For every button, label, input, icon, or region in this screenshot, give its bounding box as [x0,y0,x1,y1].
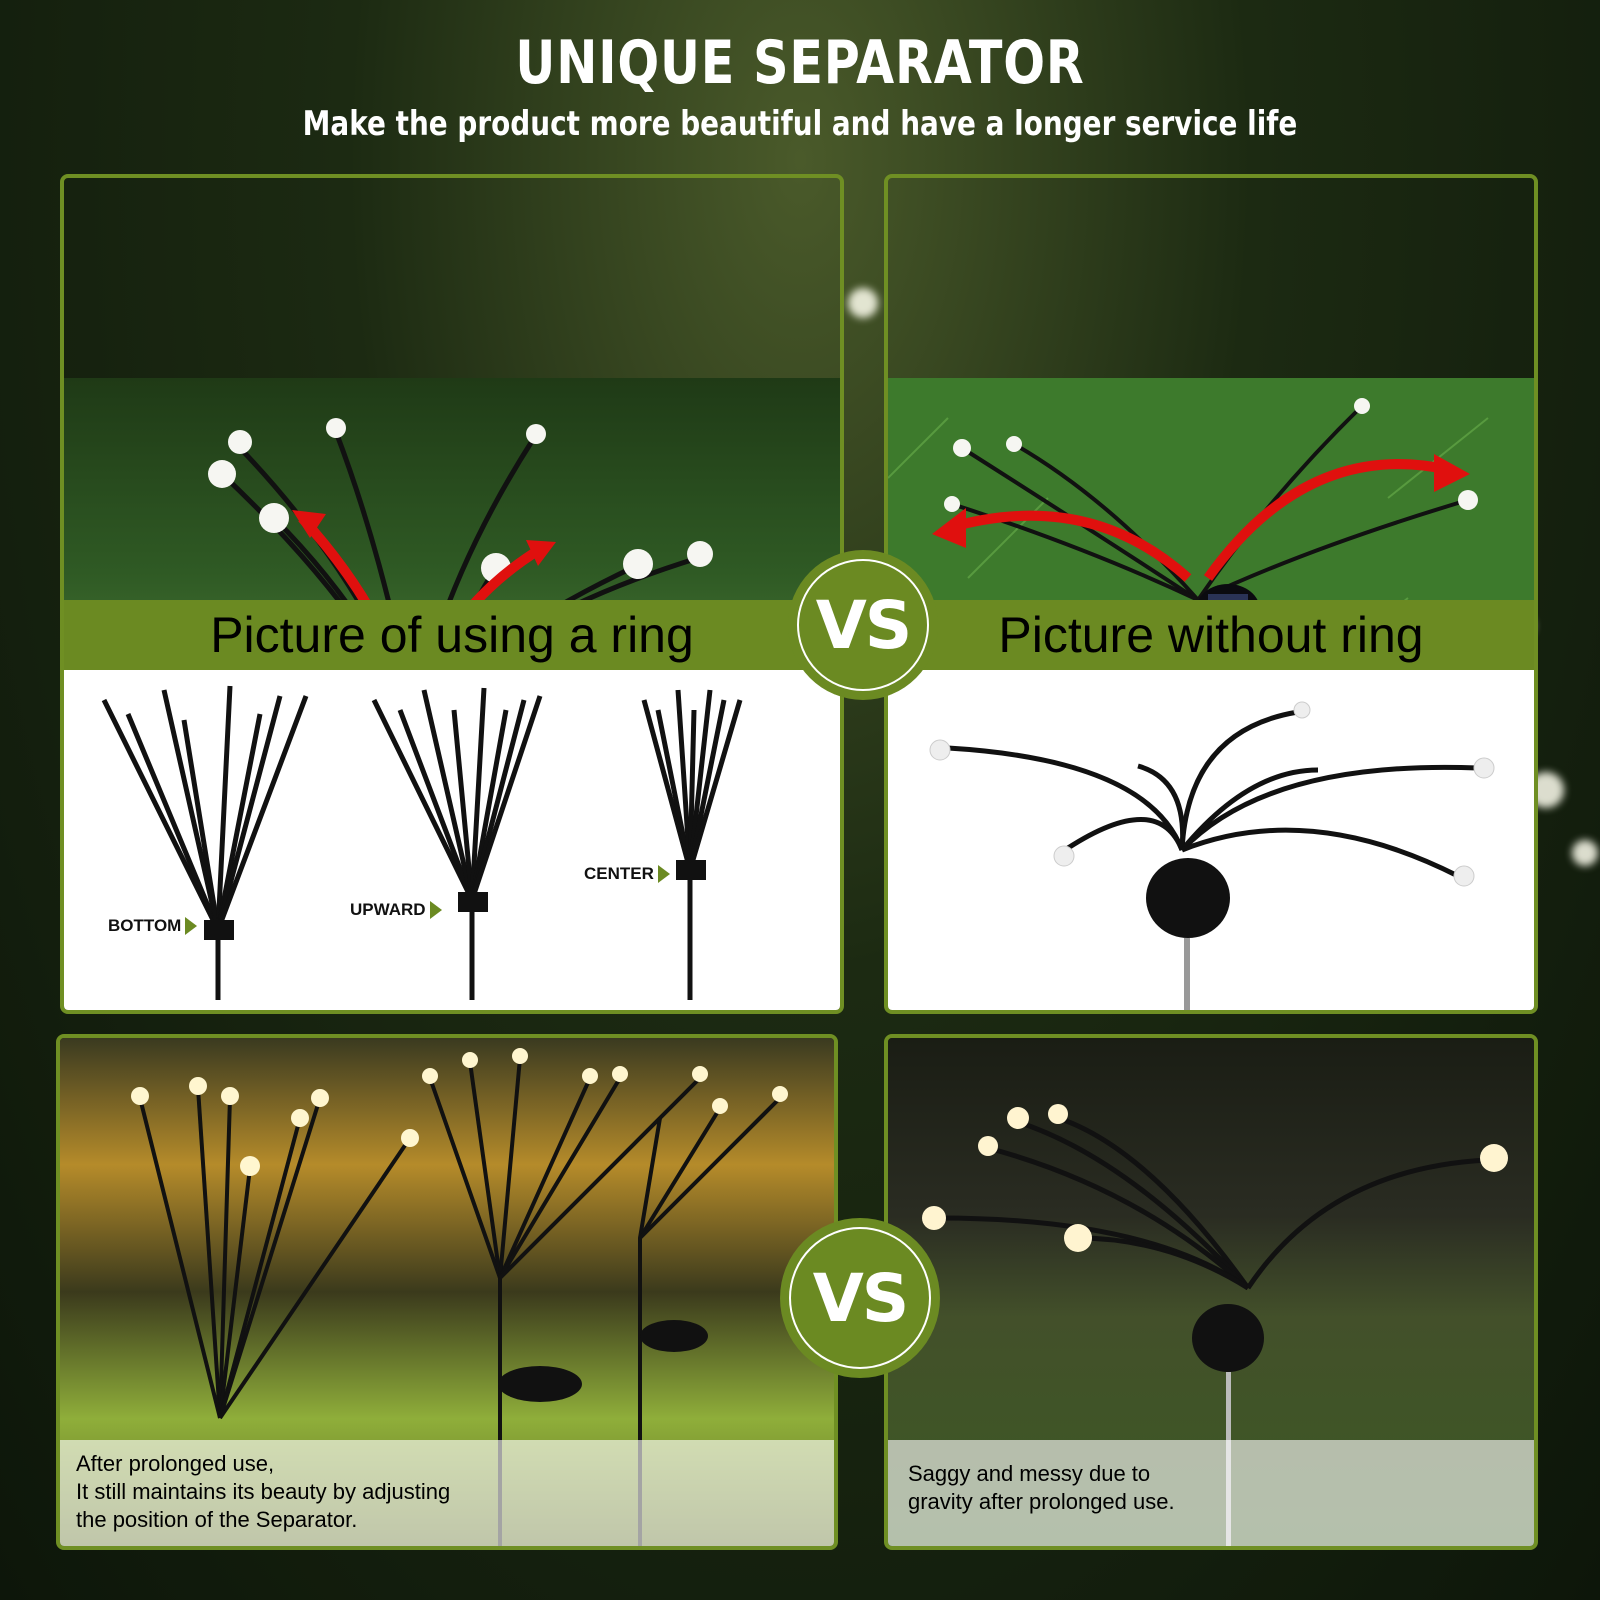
without-ring-product-area [888,670,1534,1010]
page-title: UNIQUE SEPARATOR [515,28,1085,98]
panel-without-ring: Picture without ring [884,174,1538,1014]
vs-badge-bottom: VS [780,1218,940,1378]
position-label-upward: UPWARD [350,900,442,920]
position-label-bottom: BOTTOM [108,916,198,936]
triangle-right-icon [429,901,442,919]
bar-label-with-ring: Picture of using a ring [64,600,840,670]
vs-badge-top: VS [788,550,938,700]
bar-label-without-ring: Picture without ring [888,600,1534,670]
panel-night-with-ring: After prolonged use, It still maintains … [56,1034,838,1550]
bokeh-light [848,288,878,318]
triangle-right-icon [657,865,670,883]
page-subtitle: Make the product more beautiful and have… [302,104,1298,144]
light-stake-without-ring [929,701,1495,1010]
panel-night-without-ring: Saggy and messy due to gravity after pro… [884,1034,1538,1550]
light-stake-center [641,689,743,1000]
ring-positions-area: BOTTOM UPWARD CENTER [64,670,840,1010]
caption-with-ring: After prolonged use, It still maintains … [60,1440,834,1546]
caption-without-ring: Saggy and messy due to gravity after pro… [888,1440,1534,1546]
triangle-right-icon [185,917,198,935]
light-stake-bottom [101,685,309,1000]
panel-with-ring: Picture of using a ring BOTTOM UPWARD [60,174,844,1014]
light-stake-upward [371,687,543,1000]
position-label-center: CENTER [584,864,670,884]
bokeh-light [1572,840,1598,866]
